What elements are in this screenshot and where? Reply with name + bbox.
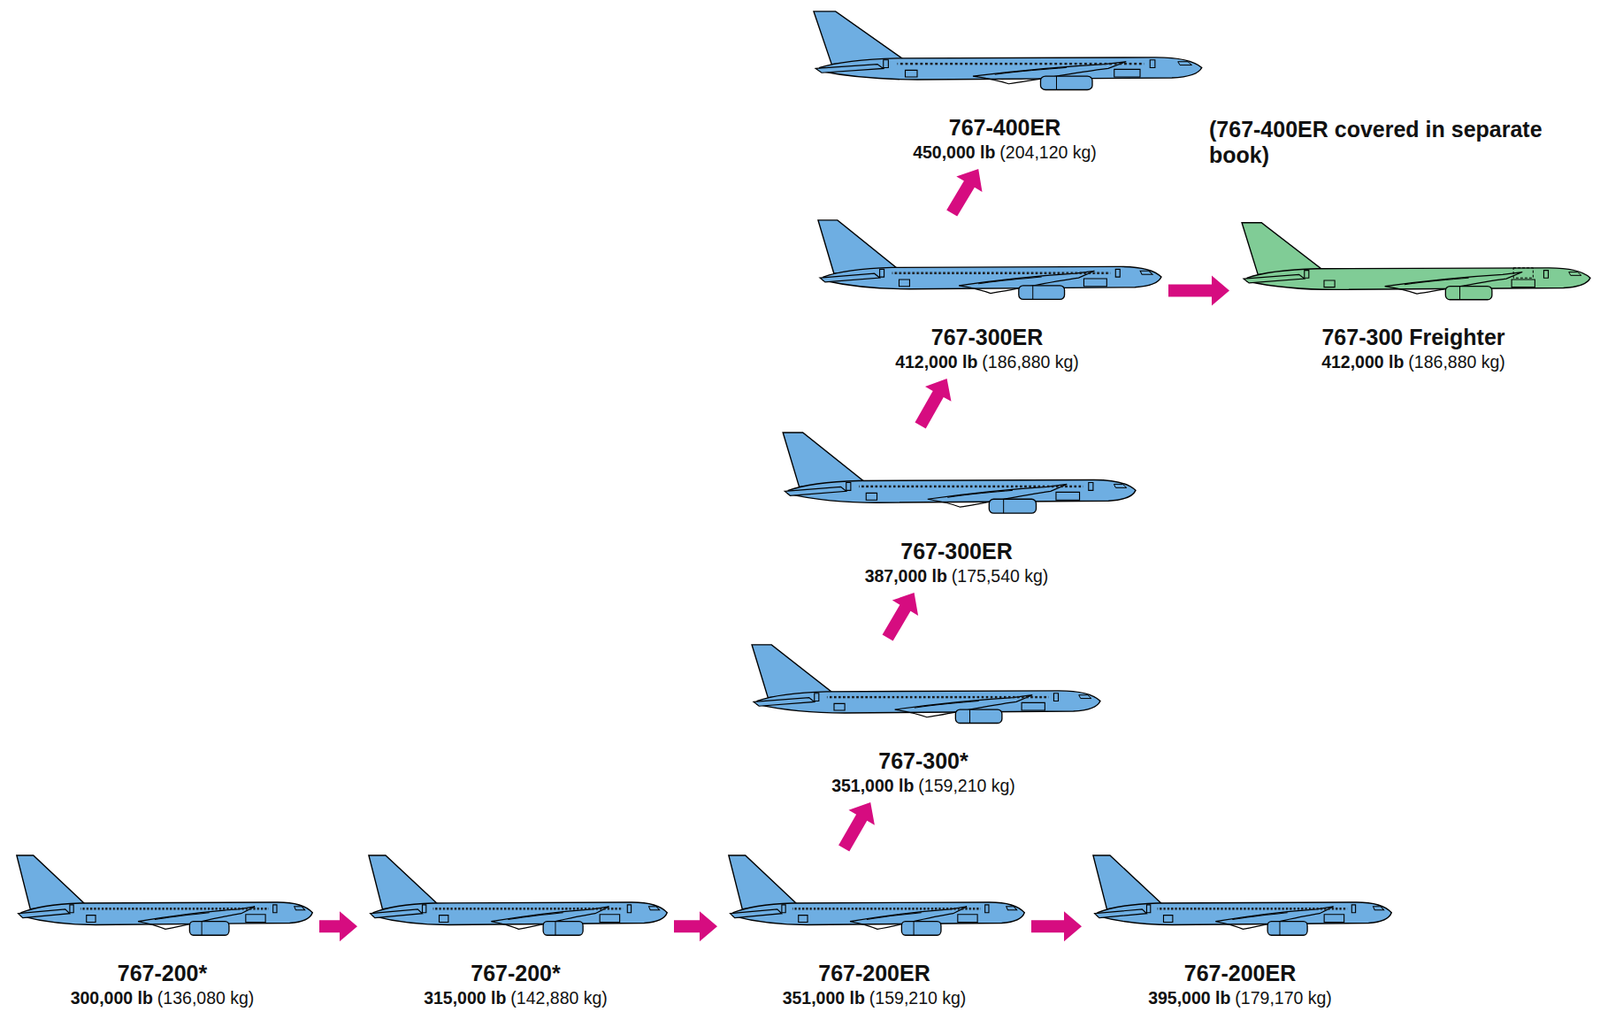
airplane-illustration (10, 851, 314, 948)
airplane-illustration (811, 216, 1164, 312)
aircraft-node: 767-200ER351,000 lb(159,210 kg) (722, 851, 1026, 1010)
airplane-illustration (744, 641, 1103, 735)
model-name: 767-200ER (1087, 959, 1394, 987)
flow-arrow (1168, 275, 1230, 307)
airplane-illustration (775, 428, 1138, 526)
aircraft-node: 767-200ER395,000 lb(179,170 kg) (1087, 851, 1394, 1010)
flow-arrow (946, 168, 982, 217)
weight-lb: 412,000 lb (1321, 350, 1404, 374)
model-name: 767-200* (362, 959, 669, 987)
airplane-illustration (1087, 851, 1394, 948)
weight-lb: 412,000 lb (895, 350, 978, 374)
flow-arrow (319, 911, 358, 942)
model-name: 767-300 Freighter (1234, 323, 1593, 351)
aircraft-node: 767-200*315,000 lb(142,880 kg) (362, 851, 669, 1010)
model-name: 767-300ER (775, 537, 1138, 565)
aircraft-node: 767-300 Freighter412,000 lb(186,880 kg) (1234, 219, 1593, 374)
weight-line: 300,000 lb(136,080 kg) (10, 986, 314, 1010)
weight-kg: (186,880 kg) (1408, 350, 1506, 374)
weight-lb: 395,000 lb (1148, 986, 1231, 1010)
airplane-illustration (1234, 219, 1593, 312)
airplane-illustration (805, 7, 1204, 102)
note-text: (767-400ER covered in separate book) (1209, 116, 1546, 169)
weight-line: 387,000 lb(175,540 kg) (775, 564, 1138, 588)
airplane-illustration (722, 851, 1026, 948)
weight-line: 315,000 lb(142,880 kg) (362, 986, 669, 1010)
flow-arrow (882, 592, 919, 642)
weight-lb: 351,000 lb (782, 986, 866, 1010)
weight-line: 351,000 lb(159,210 kg) (722, 986, 1026, 1010)
model-name: 767-300ER (811, 323, 1164, 351)
model-name: 767-200ER (722, 959, 1026, 987)
weight-lb: 315,000 lb (423, 986, 506, 1010)
flow-arrow (673, 911, 718, 942)
flow-arrow (915, 378, 952, 429)
model-name: 767-300* (744, 747, 1103, 774)
weight-kg: (142,880 kg) (510, 986, 608, 1010)
weight-kg: (204,120 kg) (999, 140, 1097, 164)
weight-kg: (179,170 kg) (1234, 986, 1333, 1010)
weight-line: 412,000 lb(186,880 kg) (811, 350, 1164, 374)
weight-lb: 387,000 lb (865, 564, 948, 588)
aircraft-node: 767-300ER412,000 lb(186,880 kg) (811, 216, 1164, 374)
weight-kg: (159,210 kg) (918, 773, 1016, 797)
flow-arrow (838, 802, 875, 852)
weight-kg: (136,080 kg) (157, 986, 255, 1010)
weight-lb: 351,000 lb (831, 773, 914, 797)
airplane-illustration (362, 851, 669, 948)
weight-line: 351,000 lb(159,210 kg) (744, 773, 1103, 797)
weight-lb: 300,000 lb (70, 986, 154, 1010)
weight-line: 412,000 lb(186,880 kg) (1234, 350, 1593, 374)
weight-kg: (159,210 kg) (869, 986, 967, 1010)
flow-arrow (1031, 911, 1082, 942)
aircraft-node: 767-300ER387,000 lb(175,540 kg) (775, 428, 1138, 588)
aircraft-node: 767-300*351,000 lb(159,210 kg) (744, 641, 1103, 797)
weight-line: 450,000 lb(204,120 kg) (805, 140, 1204, 164)
aircraft-node: 767-400ER450,000 lb(204,120 kg) (805, 7, 1204, 164)
weight-lb: 450,000 lb (912, 140, 996, 164)
model-name: 767-400ER (805, 114, 1204, 141)
weight-line: 395,000 lb(179,170 kg) (1087, 986, 1394, 1010)
weight-kg: (175,540 kg) (951, 564, 1049, 588)
aircraft-node: 767-200*300,000 lb(136,080 kg) (10, 851, 314, 1010)
model-name: 767-200* (10, 959, 314, 987)
weight-kg: (186,880 kg) (981, 350, 1080, 374)
